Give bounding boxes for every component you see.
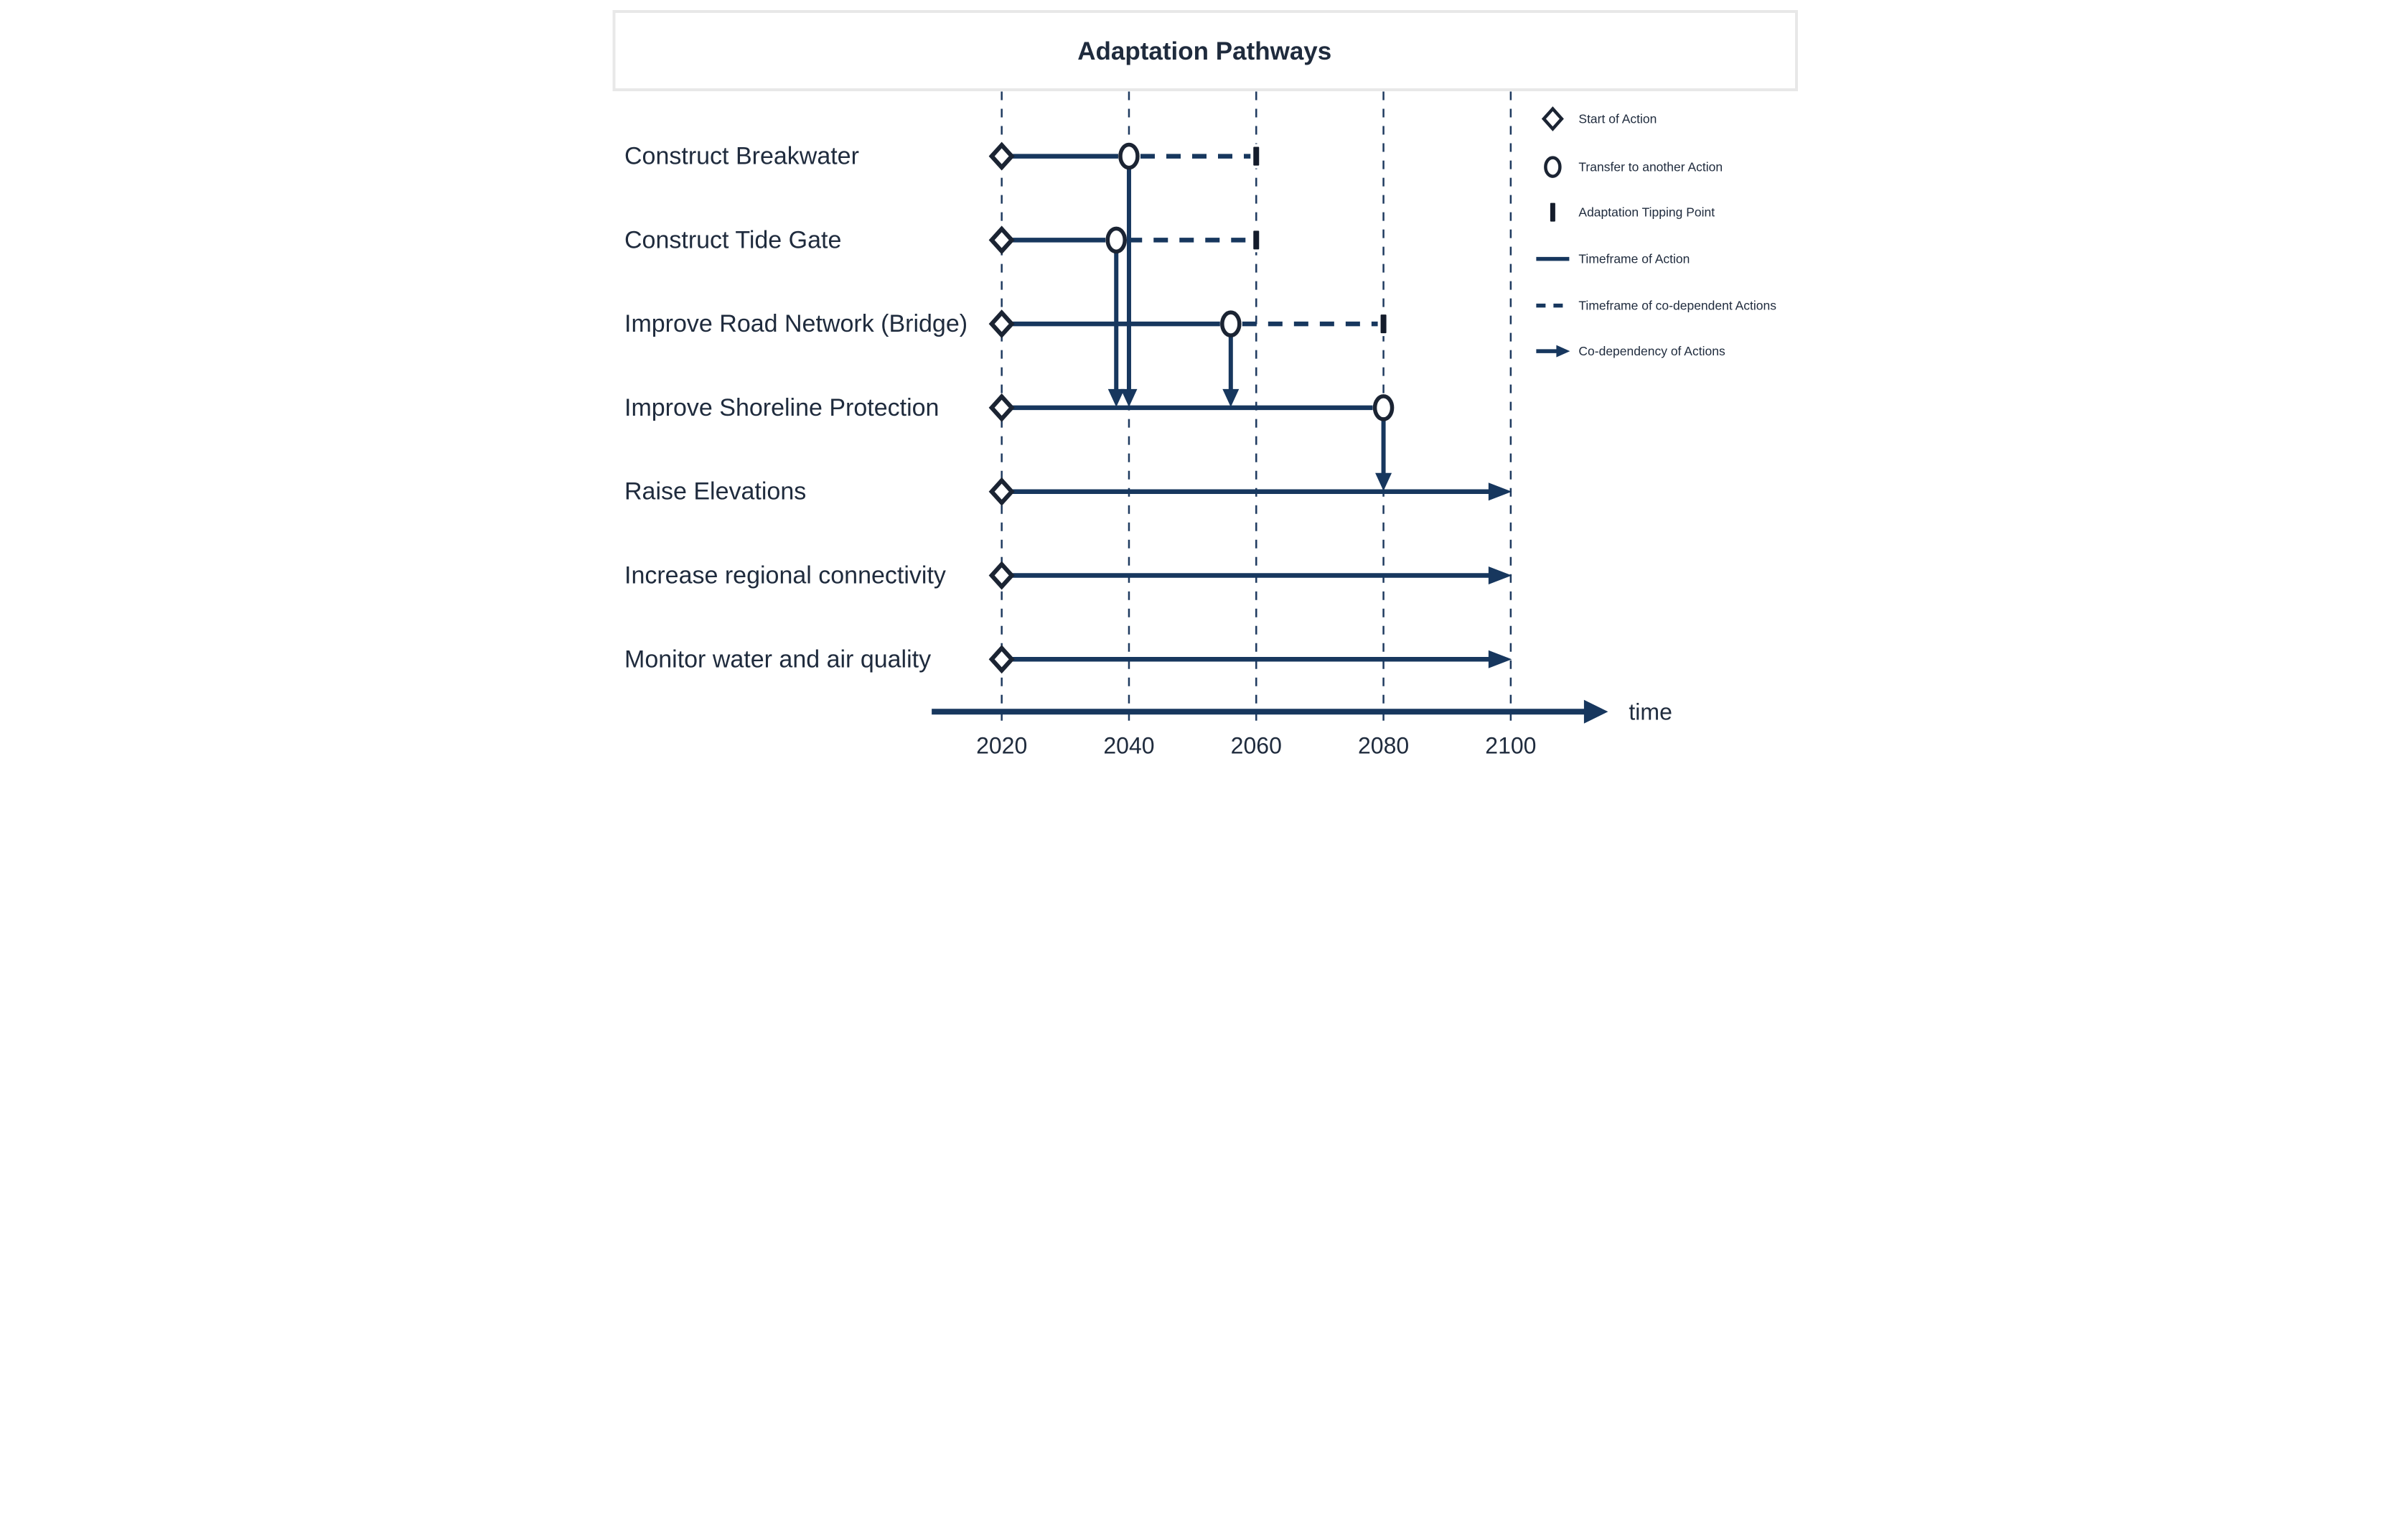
action-label: Construct Tide Gate bbox=[624, 226, 841, 253]
codependency-arrowhead-icon bbox=[1222, 388, 1239, 407]
legend-item: Timeframe of co-dependent Actions bbox=[1535, 299, 1776, 313]
action-row: Improve Road Network (Bridge) bbox=[624, 309, 1389, 407]
codependency-arrowhead-icon bbox=[1120, 388, 1137, 407]
start-of-action-icon bbox=[988, 141, 1015, 171]
action-row: Improve Shoreline Protection bbox=[624, 393, 1394, 491]
action-label: Construct Breakwater bbox=[624, 143, 859, 170]
start-of-action-icon bbox=[988, 561, 1015, 590]
start-of-action-icon bbox=[988, 309, 1015, 339]
tipping-point-icon bbox=[1252, 146, 1259, 166]
year-tick-label: 2040 bbox=[1103, 732, 1154, 758]
action-row: Monitor water and air quality bbox=[624, 645, 1512, 674]
action-row: Raise Elevations bbox=[624, 477, 1512, 506]
legend-label: Adaptation Tipping Point bbox=[1578, 205, 1715, 220]
action-continues-arrowhead-icon bbox=[1488, 566, 1512, 584]
year-tick-label: 2060 bbox=[1230, 732, 1281, 758]
action-label: Improve Shoreline Protection bbox=[624, 394, 939, 421]
start-of-action-icon bbox=[988, 393, 1015, 422]
start-of-action-icon bbox=[988, 477, 1015, 506]
time-axis-arrowhead-icon bbox=[1583, 699, 1608, 724]
legend-item: Transfer to another Action bbox=[1543, 156, 1723, 178]
legend-tipping-point-icon bbox=[1550, 202, 1555, 222]
action-label: Raise Elevations bbox=[624, 478, 806, 505]
action-row: Increase regional connectivity bbox=[624, 561, 1512, 590]
action-label: Monitor water and air quality bbox=[624, 645, 931, 673]
legend-label: Transfer to another Action bbox=[1578, 160, 1723, 174]
action-continues-arrowhead-icon bbox=[1488, 650, 1512, 668]
year-ticks: 2020 2040 2060 2080 2100 bbox=[976, 732, 1536, 758]
legend-label: Start of Action bbox=[1578, 112, 1657, 126]
legend-start-diamond-icon bbox=[1541, 106, 1564, 131]
legend-label: Timeframe of Action bbox=[1578, 252, 1690, 266]
action-row: Construct Breakwater bbox=[624, 141, 1262, 407]
legend-transfer-circle-icon bbox=[1543, 156, 1562, 178]
year-tick-label: 2080 bbox=[1357, 732, 1408, 758]
tipping-point-icon bbox=[1380, 314, 1387, 334]
transfer-circle-icon bbox=[1219, 310, 1242, 337]
year-tick-label: 2100 bbox=[1485, 732, 1536, 758]
start-of-action-icon bbox=[988, 225, 1015, 255]
codependency-arrowhead-icon bbox=[1374, 472, 1392, 491]
adaptation-pathways-page: Adaptation Pathways Construct Breakwater… bbox=[602, 0, 1807, 767]
legend-item: Start of Action bbox=[1541, 106, 1657, 131]
legend-item: Adaptation Tipping Point bbox=[1550, 202, 1715, 222]
legend-item: Co-dependency of Actions bbox=[1535, 344, 1725, 358]
action-label: Increase regional connectivity bbox=[624, 561, 946, 589]
codependency-arrowhead-icon bbox=[1107, 388, 1125, 407]
transfer-circle-icon bbox=[1105, 226, 1127, 254]
year-tick-label: 2020 bbox=[976, 732, 1027, 758]
action-row: Construct Tide Gate bbox=[624, 225, 1262, 407]
time-axis-label: time bbox=[1629, 699, 1672, 724]
title-box bbox=[612, 10, 1798, 92]
transfer-circle-icon bbox=[1372, 394, 1394, 421]
start-of-action-icon bbox=[988, 645, 1015, 674]
legend-item: Timeframe of Action bbox=[1535, 252, 1690, 266]
tipping-point-icon bbox=[1252, 230, 1259, 250]
legend-label: Timeframe of co-dependent Actions bbox=[1578, 299, 1776, 313]
action-label: Improve Road Network (Bridge) bbox=[624, 310, 968, 337]
transfer-circle-icon bbox=[1118, 142, 1140, 170]
time-axis: time bbox=[931, 699, 1672, 724]
legend-label: Co-dependency of Actions bbox=[1578, 344, 1725, 358]
legend-codependency-arrowhead-icon bbox=[1555, 345, 1570, 358]
adaptation-pathways-chart: Adaptation Pathways Construct Breakwater… bbox=[612, 10, 1798, 758]
action-continues-arrowhead-icon bbox=[1488, 482, 1512, 501]
chart-title: Adaptation Pathways bbox=[1077, 37, 1331, 65]
